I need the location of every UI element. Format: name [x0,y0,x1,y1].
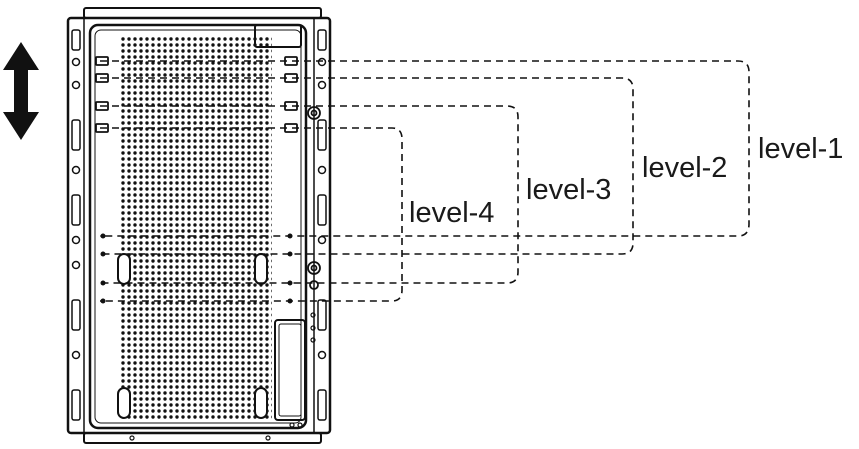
level-2-bracket [100,77,634,255]
level-3-bracket [100,105,519,284]
level-3-label: level-3 [526,174,611,206]
rack-panel [66,7,332,444]
double-vertical-arrow-icon [3,42,39,140]
level-4-label: level-4 [409,197,494,229]
lower-level-mount-points [100,233,293,304]
level-1-label: level-1 [758,133,843,165]
level-2-label: level-2 [642,152,727,184]
level-1-bracket [100,60,750,237]
level-4-bracket [100,127,403,302]
